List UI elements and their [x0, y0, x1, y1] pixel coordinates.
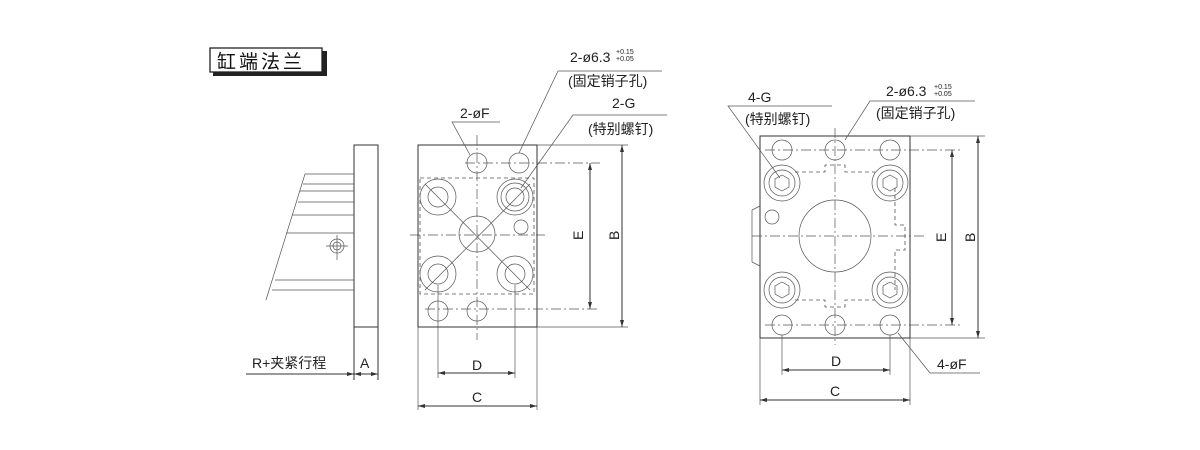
pin-holes-right [764, 139, 901, 336]
pin-hole-note: (固定销子孔) [568, 73, 647, 89]
tol-lower-right: +0.05 [934, 91, 952, 98]
stroke-label: R+夹紧行程 [252, 355, 326, 371]
counterbore-holes [419, 178, 534, 293]
dim-b-label: B [606, 231, 622, 240]
screw-heads-right [763, 164, 909, 309]
pin-hole-spec-label-right: 2-ø6.3 [886, 83, 927, 99]
dim-e-label: E [570, 231, 586, 240]
pin-hole-spec-label: 2-ø6.3 [570, 49, 611, 65]
side-view: R+夹紧行程 A [246, 144, 379, 380]
front-view-left: 2-øF 2-ø6.3 +0.15 +0.05 (固定销子孔) 2-G (特别螺… [410, 49, 667, 410]
dim-c-label-right: C [830, 383, 840, 399]
dim-b-label-right: B [962, 233, 978, 242]
dim-e-label-right: E [933, 233, 949, 242]
dim-a-label: A [360, 355, 370, 371]
screw-spec-label-right: 4-G [748, 89, 771, 105]
hole-spec-label-right: 4-øF [937, 356, 967, 372]
tol-lower: +0.05 [616, 56, 634, 63]
dim-d-label: D [472, 357, 482, 373]
front-view-right: 4-G (特别螺钉) 2-ø6.3 +0.15 +0.05 (固定销子孔) 4-… [727, 83, 985, 405]
tol-upper: +0.15 [616, 49, 634, 56]
screw-note: (特别螺钉) [588, 121, 653, 137]
title-box: 缸端法兰 [209, 47, 327, 76]
pin-hole-note-right: (固定销子孔) [876, 105, 955, 121]
dim-c-label: C [472, 389, 482, 405]
screw-spec-label: 2-G [612, 95, 635, 111]
tol-upper-right: +0.15 [934, 84, 952, 91]
dim-d-label-right: D [831, 353, 841, 369]
screw-note-right: (特别螺钉) [745, 111, 810, 127]
section-title: 缸端法兰 [217, 51, 305, 73]
hole-spec-label: 2-øF [460, 105, 490, 121]
